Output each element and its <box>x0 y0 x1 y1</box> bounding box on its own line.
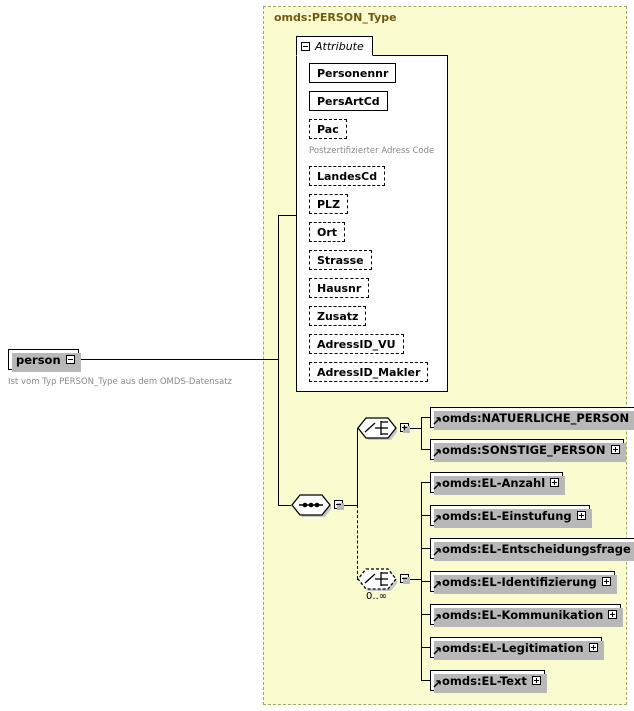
expand-icon[interactable] <box>400 423 410 433</box>
element-label: omds:EL-Einstufung <box>442 508 572 523</box>
node-shadow <box>434 575 617 594</box>
collapse-icon[interactable] <box>334 500 344 510</box>
compositor-sequence[interactable] <box>291 493 344 517</box>
node-shadow <box>434 608 624 627</box>
attribute-label: PLZ <box>317 197 341 211</box>
node-shadow <box>434 641 604 660</box>
connector-sequence-stub <box>343 505 357 506</box>
element-el-kommunikation[interactable]: omds:EL-Kommunikation <box>430 604 624 627</box>
node-shadow <box>434 674 547 693</box>
toggle-shadow <box>403 577 410 584</box>
attribute-zusatz[interactable]: Zusatz <box>309 306 369 328</box>
cardinality-choice-el: 0..∞ <box>366 591 388 602</box>
sequence-icon <box>291 494 331 517</box>
complextype-title: omds:PERSON_Type <box>274 11 397 24</box>
connector-branch-el-legitimation <box>421 647 430 648</box>
attribute-label: LandesCd <box>317 169 378 183</box>
compositor-choice-person[interactable] <box>357 416 410 440</box>
attribute-adressid-makler[interactable]: AdressID_Makler <box>309 362 431 384</box>
element-el-anzahl[interactable]: omds:EL-Anzahl <box>430 472 566 495</box>
collapse-icon[interactable] <box>400 574 410 584</box>
expand-icon[interactable] <box>588 643 598 652</box>
element-label: omds:EL-Anzahl <box>442 475 546 490</box>
attribute-ort[interactable]: Ort <box>309 222 348 244</box>
attribute-label: Strasse <box>317 253 364 267</box>
connector-sequence-down-dashed <box>357 505 358 579</box>
element-el-identifizierung[interactable]: omds:EL-Identifizierung <box>430 571 617 594</box>
element-label: omds:EL-Kommunikation <box>442 607 604 622</box>
attribute-tab-label: Attribute <box>315 39 364 53</box>
expand-icon[interactable] <box>601 577 611 586</box>
node-shadow <box>434 443 626 462</box>
attribute-label: AdressID_Makler <box>317 365 421 379</box>
connector-choice-el-out <box>409 579 421 580</box>
element-person-label: person <box>16 352 61 367</box>
connector-branch-sonstige-person <box>421 449 430 450</box>
connector-branch-el-einstufung <box>421 515 430 516</box>
connector-trunk-sequence <box>278 505 291 506</box>
connector-branch-el-identifizierung <box>421 581 430 582</box>
attribute-landescd[interactable]: LandesCd <box>309 166 388 188</box>
connector-branch-el-kommunikation <box>421 614 430 615</box>
attribute-pac[interactable]: Pac <box>309 119 349 141</box>
element-el-einstufung[interactable]: omds:EL-Einstufung <box>430 505 592 528</box>
expand-icon[interactable] <box>531 676 541 685</box>
node-shadow <box>434 476 566 495</box>
collapse-icon[interactable] <box>65 355 75 364</box>
attribute-label: Ort <box>317 225 338 239</box>
attribute-hausnr[interactable]: Hausnr <box>309 278 372 300</box>
node-shadow <box>434 542 634 561</box>
element-label: omds:EL-Legitimation <box>442 640 584 655</box>
expand-icon[interactable] <box>610 445 620 454</box>
attribute-persartcd[interactable]: PersArtCd <box>309 91 390 113</box>
attribute-label: AdressID_VU <box>317 337 396 351</box>
expand-icon[interactable] <box>550 478 560 487</box>
element-person[interactable]: person <box>8 349 81 372</box>
element-label: omds:EL-Identifizierung <box>442 574 597 589</box>
toggle-shadow <box>403 426 410 433</box>
expand-icon[interactable] <box>608 610 618 619</box>
toggle-shadow <box>337 503 344 510</box>
attribute-label: PersArtCd <box>317 94 380 108</box>
attribute-adressid-vu[interactable]: AdressID_VU <box>309 334 406 356</box>
element-label: omds:SONSTIGE_PERSON <box>442 442 606 457</box>
attribute-strasse[interactable]: Strasse <box>309 250 374 272</box>
node-shadow <box>434 509 592 528</box>
attribute-personennr[interactable]: Personennr <box>309 63 399 85</box>
connector-person-trunk <box>76 359 278 360</box>
attribute-label: Hausnr <box>317 281 362 295</box>
element-label: omds:NATUERLICHE_PERSON <box>442 410 630 425</box>
attribute-label: Pac <box>317 122 339 136</box>
node-shadow <box>434 411 634 430</box>
connector-sequence-up <box>357 428 358 506</box>
element-person-annotation: Ist vom Typ PERSON_Type aus dem OMDS-Dat… <box>8 377 233 387</box>
element-sonstige-person[interactable]: omds:SONSTIGE_PERSON <box>430 439 626 462</box>
element-el-text[interactable]: omds:EL-Text <box>430 670 547 693</box>
choice-icon <box>357 417 397 440</box>
connector-branch-el-anzahl <box>421 482 430 483</box>
connector-branch-natuerliche-person <box>421 417 430 418</box>
connector-choice-person-bus <box>421 417 422 450</box>
attribute-pac-annotation: Postzertifizierter Adress Code <box>309 146 435 156</box>
connector-choice-person-out <box>409 428 421 429</box>
attribute-tab[interactable]: Attribute <box>296 36 373 56</box>
element-label: omds:EL-Entscheidungsfrage <box>442 541 631 556</box>
connector-branch-el-entscheidungsfrage <box>421 548 430 549</box>
collapse-icon[interactable] <box>301 41 310 51</box>
expand-icon[interactable] <box>576 511 586 520</box>
connector-branch-el-text <box>421 680 430 681</box>
attribute-plz[interactable]: PLZ <box>309 194 351 216</box>
element-label: omds:EL-Text <box>442 673 527 688</box>
connector-trunk-vertical <box>278 215 279 505</box>
connector-trunk-attributes <box>278 215 297 216</box>
node-shadow <box>12 353 81 372</box>
element-el-entscheidungsfrage[interactable]: omds:EL-Entscheidungsfrage <box>430 538 634 561</box>
choice-optional-icon <box>357 568 397 591</box>
attribute-label: Zusatz <box>317 309 359 323</box>
element-el-legitimation[interactable]: omds:EL-Legitimation <box>430 637 604 660</box>
element-natuerliche-person[interactable]: omds:NATUERLICHE_PERSON <box>430 407 634 430</box>
compositor-choice-el[interactable] <box>357 567 410 591</box>
attribute-label: Personennr <box>317 66 389 80</box>
